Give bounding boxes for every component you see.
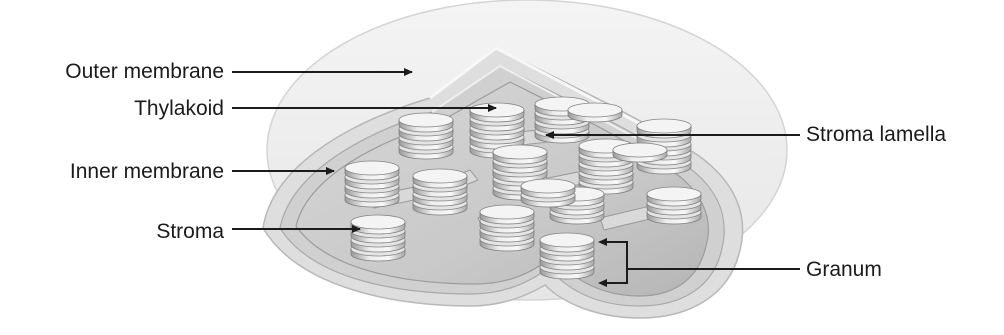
granum-stack xyxy=(479,204,535,252)
pointer-arrows xyxy=(232,68,800,284)
inner-membrane-edge xyxy=(431,64,679,161)
thylakoid-disc xyxy=(412,168,468,184)
thylakoid-disc xyxy=(398,112,454,128)
thylakoid-disc xyxy=(492,144,548,160)
thylakoid-disc xyxy=(520,178,576,194)
label-granum: Granum xyxy=(806,258,882,281)
granum-stack xyxy=(612,142,668,163)
label-stroma-lamella: Stroma lamella xyxy=(806,123,947,146)
granum-stack xyxy=(646,186,702,225)
granum-stack xyxy=(567,102,623,123)
granum-stack xyxy=(344,160,400,208)
thylakoid-disc xyxy=(539,232,595,248)
granum-bracket xyxy=(605,241,628,284)
thylakoid-disc xyxy=(567,102,623,118)
granum-stack xyxy=(539,232,595,280)
label-stroma: Stroma xyxy=(156,220,224,243)
granum-stack xyxy=(350,214,406,262)
label-thylakoid: Thylakoid xyxy=(134,97,224,120)
thylakoid-disc xyxy=(469,102,525,118)
thylakoid-disc xyxy=(344,160,400,176)
granum-stack xyxy=(520,178,576,208)
label-outer-membrane: Outer membrane xyxy=(65,60,224,83)
granum-arrowheads xyxy=(598,238,607,287)
thylakoid-disc xyxy=(350,214,406,230)
thylakoid-disc xyxy=(646,186,702,202)
thylakoid-disc xyxy=(612,142,668,158)
outer-membrane-edge xyxy=(429,46,691,152)
granum-stack xyxy=(398,112,454,160)
label-inner-membrane: Inner membrane xyxy=(69,160,224,183)
granum-stack xyxy=(412,168,468,216)
thylakoid-disc xyxy=(636,118,692,134)
thylakoid-disc xyxy=(479,204,535,220)
